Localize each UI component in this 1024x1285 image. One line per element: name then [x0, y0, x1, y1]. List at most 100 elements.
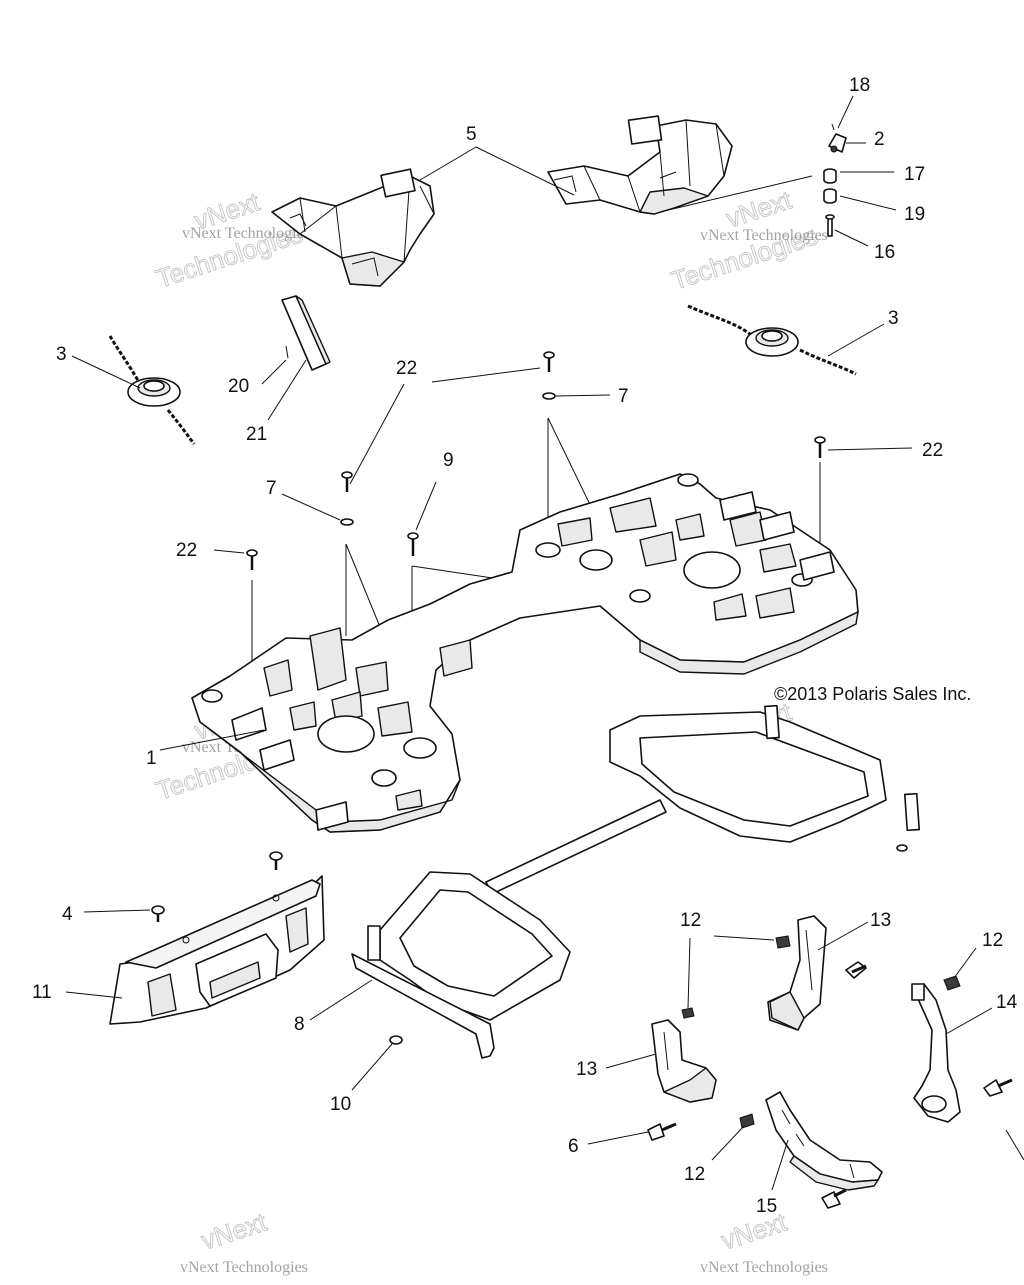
callout-18: 18 [849, 75, 870, 96]
screw-4 [151, 905, 165, 922]
leader-10 [351, 1043, 393, 1091]
callout-22b: 22 [176, 540, 197, 561]
clip-12-a [775, 935, 791, 949]
callout-8: 8 [294, 1014, 305, 1035]
storage-panel [109, 875, 325, 1025]
leader-12d [711, 1125, 745, 1161]
support-arm-15 [765, 1091, 883, 1191]
svg-text:vNext Technologies: vNext Technologies [700, 1259, 828, 1276]
watermark-bottom-left: vNext vNext Technologies [180, 1206, 308, 1276]
leader-12b [687, 937, 691, 1009]
callout-17: 17 [904, 164, 925, 185]
callout-19: 19 [904, 204, 925, 225]
bolt-right-edge [983, 1078, 1013, 1097]
svg-text:vNext Technologies: vNext Technologies [180, 1259, 308, 1276]
leader-22-top [431, 367, 541, 383]
callout-22a: 22 [396, 358, 417, 379]
leader-7-mid [281, 493, 341, 521]
leader-1 [159, 729, 265, 751]
callout-6: 6 [568, 1136, 579, 1157]
callout-16: 16 [874, 242, 895, 263]
leader-19 [839, 195, 897, 211]
svg-text:vNext Technologies: vNext Technologies [182, 225, 310, 242]
leader-5b [475, 146, 575, 196]
bolt-22-right [814, 436, 826, 458]
svg-text:vNext Technologies: vNext Technologies [700, 227, 828, 244]
callout-13a: 13 [870, 910, 891, 931]
washer-7-top [542, 392, 556, 400]
support-arm-14 [911, 983, 961, 1123]
leader-15 [771, 1139, 789, 1191]
leader-right-edge [1005, 1129, 1024, 1161]
support-frame [351, 704, 921, 1059]
leader-22-mid [349, 383, 405, 485]
callout-15: 15 [756, 1196, 777, 1217]
bolt-lower [821, 1188, 847, 1209]
callout-14: 14 [996, 992, 1018, 1013]
leader-20 [261, 359, 287, 385]
callout-3b: 3 [888, 308, 899, 329]
callout-20: 20 [228, 376, 249, 397]
push-rivet [269, 851, 283, 870]
callout-11: 11 [32, 982, 52, 1003]
leader-7-top [555, 394, 611, 397]
bolt-22-left [246, 549, 258, 570]
copyright-text: ©2013 Polaris Sales Inc. [774, 684, 971, 704]
callout-2: 2 [874, 129, 885, 150]
hardware-stack [823, 123, 847, 237]
callout-7a: 7 [618, 386, 629, 407]
callout-13b: 13 [576, 1059, 597, 1080]
leader-21 [267, 359, 307, 421]
leader-8 [309, 979, 373, 1021]
cable-grommet-left [108, 335, 196, 445]
leader-14 [945, 1007, 993, 1035]
svg-text:vNext: vNext [198, 1206, 271, 1255]
leader-22-left [213, 549, 245, 554]
leader-13a [817, 921, 869, 951]
leader-9 [415, 481, 437, 531]
callout-4: 4 [62, 904, 73, 925]
leader-5a [419, 146, 477, 181]
callout-5: 5 [466, 124, 477, 145]
leader-13b [605, 1053, 657, 1069]
bracket-13-upper [767, 915, 827, 1031]
callout-7b: 7 [266, 478, 277, 499]
bracket-13-lower [651, 1019, 717, 1103]
callout-10: 10 [330, 1094, 351, 1115]
bolt-22-mid [341, 471, 353, 492]
leader-6 [587, 1131, 649, 1145]
callout-3a: 3 [56, 344, 67, 365]
cable-grommet-right [687, 304, 857, 376]
leader-11 [65, 991, 123, 999]
washer-7-mid [340, 518, 354, 526]
bolt-9 [407, 532, 419, 556]
leader-12c [953, 947, 977, 979]
callout-22c: 22 [922, 440, 943, 461]
svg-text:vNext: vNext [718, 1206, 791, 1255]
nut-10 [389, 1035, 403, 1045]
callout-21: 21 [246, 424, 267, 445]
callout-12c: 12 [982, 930, 1003, 951]
watermark-top-left: vNext vNext Technologies Technologies [152, 186, 310, 294]
callout-1: 1 [146, 748, 157, 769]
callout-9: 9 [443, 450, 454, 471]
clip-12-d [739, 1113, 755, 1129]
mount-bracket [281, 295, 331, 371]
bolt-22-top [543, 351, 555, 372]
leader-3b [827, 323, 885, 357]
rack-handle-right [547, 115, 733, 215]
clip-12-c [943, 975, 961, 991]
leader-18 [837, 95, 854, 129]
clip-12-b [681, 1007, 695, 1019]
bolt-6 [647, 1122, 677, 1141]
rack-handle-left [271, 168, 435, 287]
leader-12a [713, 935, 775, 941]
leader-22-right [827, 447, 913, 451]
callout-12d: 12 [684, 1164, 705, 1185]
leader-16 [834, 229, 869, 247]
leader-3a [71, 355, 141, 389]
leader-4 [83, 909, 151, 913]
main-rack [191, 473, 859, 833]
